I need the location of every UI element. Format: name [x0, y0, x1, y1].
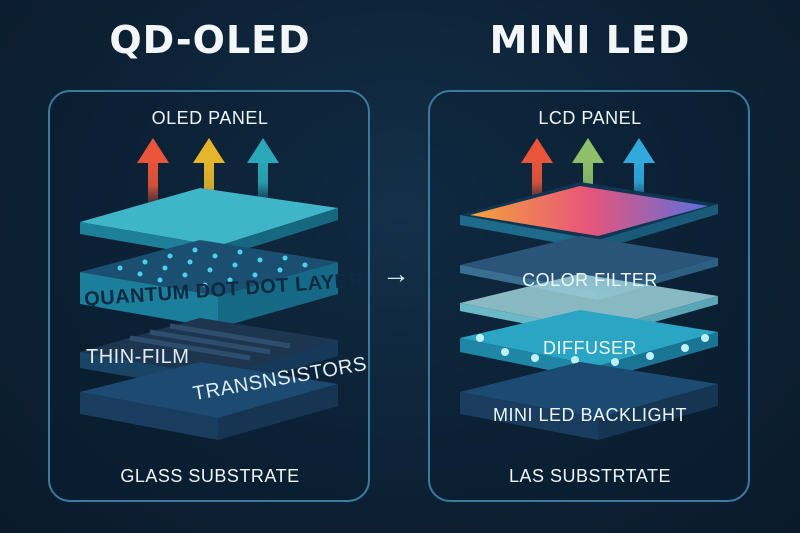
glass-substrate-layer	[80, 362, 338, 440]
color-filter-label: COLOR FILTER	[522, 270, 658, 290]
right-light-arrows	[521, 138, 655, 205]
lcd-panel-label: LCD PANEL	[538, 108, 642, 128]
right-glass-substrate-layer	[460, 362, 718, 440]
qd-oled-title: QD-OLED	[109, 18, 311, 62]
mini-led-title: MINI LED	[489, 18, 691, 62]
right-glass-substrate-label: LAS SUBSTRTATE	[508, 466, 672, 486]
left-light-arrows	[137, 138, 279, 215]
glass-substrate-label: GLASS SUBSTRATE	[120, 466, 300, 486]
comparison-arrow-icon: →	[382, 258, 410, 289]
diffuser-label: DIFFUSER	[543, 338, 637, 358]
mini-led-backlight-label: MINI LED BACKLIGHT	[492, 405, 688, 425]
quantum-dot-layer	[80, 240, 338, 328]
oled-panel-label: OLED PANEL	[151, 108, 269, 128]
thin-film-label: THIN-FILM	[86, 346, 190, 368]
lcd-panel-layer	[460, 182, 718, 250]
